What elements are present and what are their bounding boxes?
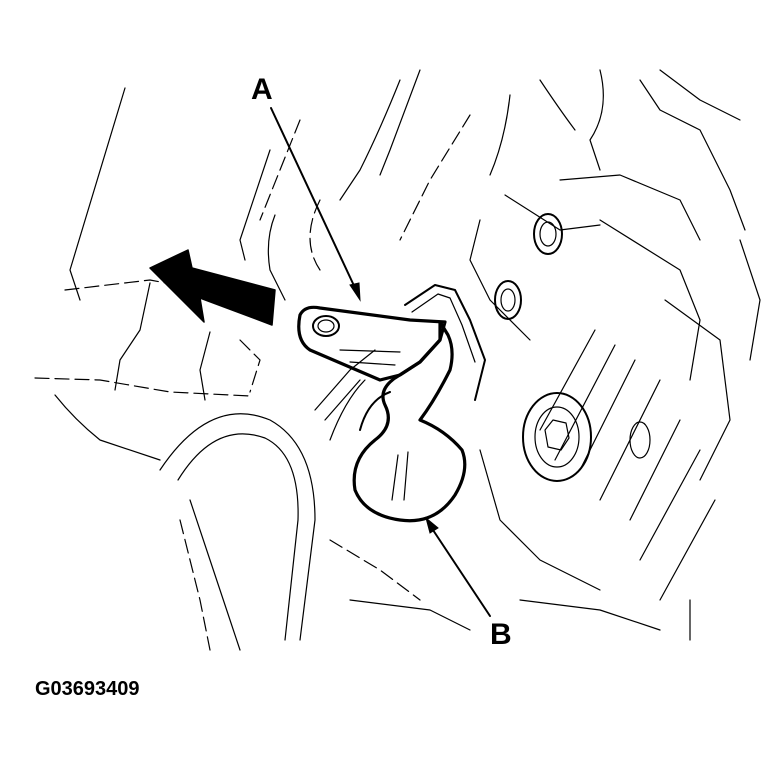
callout-b-label: B [490,618,512,651]
leader-line-b [425,516,491,617]
ribbed-section [329,329,716,641]
figure-id: G03693409 [35,678,140,700]
mounting-plate [314,284,486,441]
leader-line-a [270,107,361,302]
background-left-structure [34,87,301,461]
direction-arrow [149,249,276,326]
bracket-b [352,320,467,523]
round-housing [159,413,316,651]
bracket-a [297,305,447,382]
callout-a-label: A [251,73,273,106]
bolt-bosses [494,213,651,482]
engine-block [267,69,761,481]
